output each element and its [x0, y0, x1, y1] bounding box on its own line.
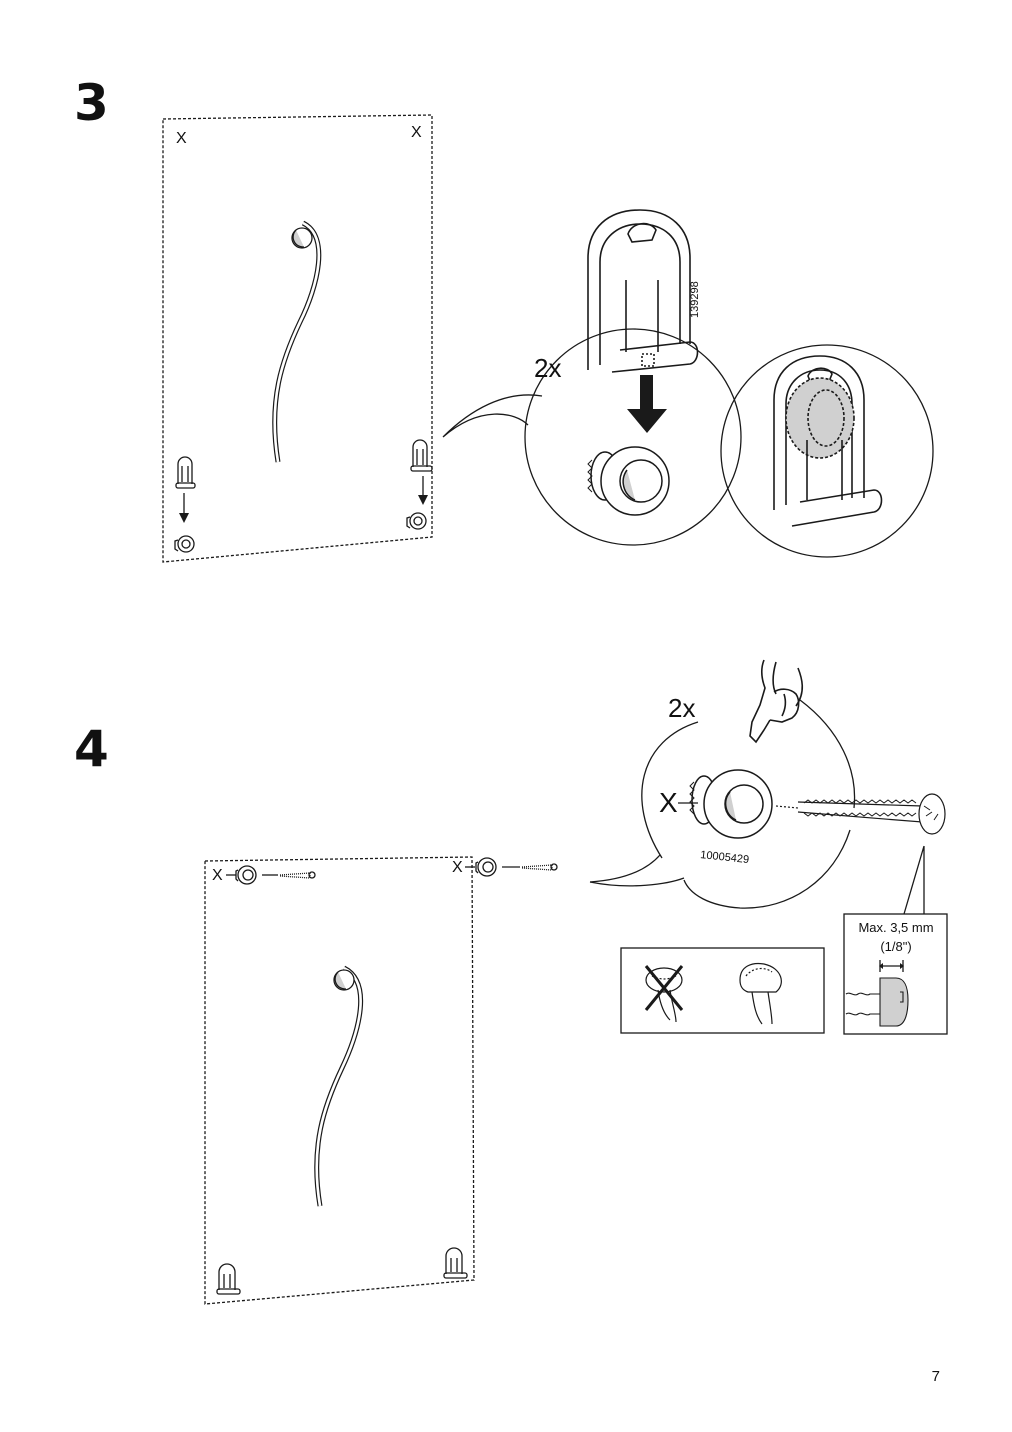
pad-icon [587, 446, 670, 516]
step-4-illustration: X X [204, 659, 948, 1305]
max-depth-note-box [843, 913, 948, 1035]
step-4-number: 4 [74, 720, 109, 778]
mark-x-right: X [411, 124, 422, 141]
mirror-panel-outline [204, 856, 475, 1305]
part-number: 139298 [689, 281, 701, 318]
callout-pointer [589, 877, 685, 887]
correct-screw-head-icon [739, 962, 782, 1025]
hook-icon [443, 1247, 468, 1279]
mark-x-detail: X [659, 787, 678, 818]
mark-x-left: X [212, 867, 223, 884]
detail-circle [641, 699, 856, 909]
arrow-down-icon [179, 493, 189, 523]
screw-icon [521, 863, 558, 871]
arrow-down-icon [418, 476, 428, 505]
pad-icon [475, 857, 497, 877]
hook-icon [175, 456, 196, 489]
hook-icon [410, 439, 433, 472]
screw-head-comparison-box [620, 947, 825, 1034]
mark-x-left: X [176, 130, 187, 147]
screw-icon [279, 871, 316, 879]
detail-circle [720, 344, 934, 558]
max-depth-label: Max. 3,5 mm [858, 920, 933, 935]
callout-pointer [442, 394, 543, 438]
page-number: 7 [931, 1368, 940, 1385]
arrow-down-icon [627, 375, 667, 433]
screw-depth-icon [845, 977, 909, 1027]
step-3-illustration: X X [162, 114, 934, 563]
pad-icon [406, 512, 427, 530]
quantity-label: 2x [668, 693, 695, 723]
hook-icon [773, 355, 883, 527]
step-3-number: 3 [74, 74, 109, 132]
swirl-decoration [314, 965, 364, 1207]
callout-pointer [589, 854, 661, 883]
pad-icon [235, 865, 257, 885]
mark-x-right: X [452, 859, 463, 876]
depth-dimension-icon [879, 960, 904, 972]
hook-icon [587, 209, 699, 373]
swirl-decoration [272, 220, 322, 463]
quantity-label: 2x [534, 353, 561, 383]
wrong-screw-head-icon [644, 965, 684, 1023]
detail-circle [524, 328, 742, 546]
callout-pointer [903, 845, 925, 915]
hook-icon [216, 1263, 241, 1295]
pad-icon [174, 535, 195, 553]
pad-icon [689, 769, 773, 839]
max-depth-inches-label: (1/8") [880, 939, 911, 954]
hand-press-icon [749, 659, 804, 744]
part-number: 10005429 [700, 849, 750, 866]
mirror-panel-outline [162, 114, 433, 563]
screw-icon [775, 793, 946, 835]
